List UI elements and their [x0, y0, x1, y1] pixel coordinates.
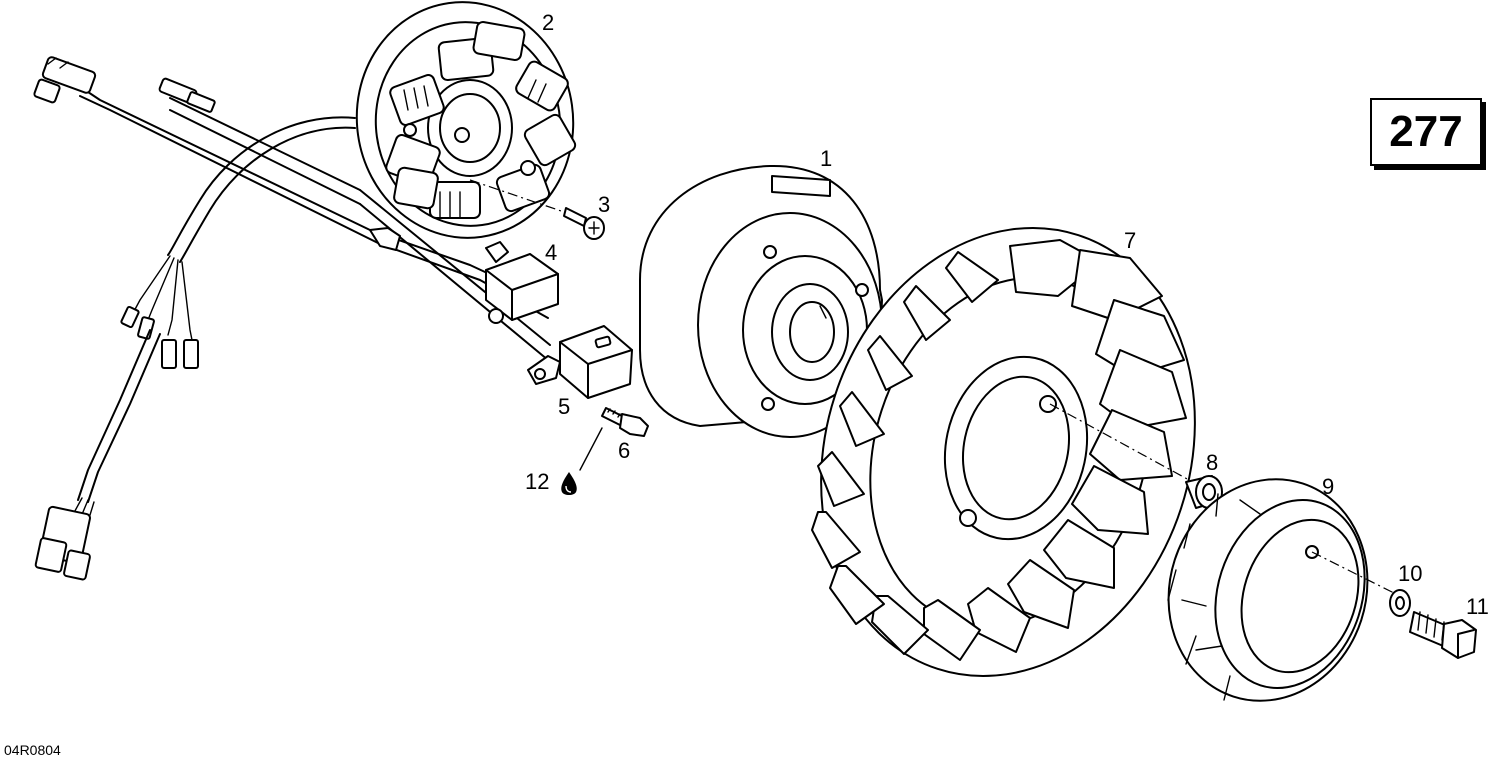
callout-2: 2: [542, 10, 555, 35]
coil-5-part: [527, 325, 633, 399]
rotor-part: [639, 164, 883, 438]
callout-9: 9: [1322, 474, 1335, 499]
callout-10: 10: [1398, 561, 1423, 586]
callout-4: 4: [545, 240, 558, 265]
bolt-6-part: [579, 407, 649, 471]
starter-cup-part: [1167, 478, 1401, 702]
cooling-fan-part: [811, 226, 1196, 678]
callout-7: 7: [1124, 228, 1137, 253]
callout-11: 11: [1466, 594, 1489, 619]
stator-part: [355, 1, 577, 251]
bolt-11-part: [1409, 611, 1477, 659]
callout-8: 8: [1206, 450, 1219, 475]
callout-1: 1: [820, 146, 833, 171]
washer-10-part: [1389, 589, 1411, 617]
page-number-box: 277: [1370, 98, 1482, 166]
screw-3-part: [469, 179, 605, 240]
reference-code: 04R0804: [4, 742, 61, 758]
trigger-coil-4-part: [485, 241, 559, 324]
thread-locker-drop-icon: [561, 472, 577, 495]
callout-6: 6: [618, 438, 631, 463]
callout-5: 5: [558, 394, 571, 419]
callout-3: 3: [598, 192, 611, 217]
callout-12: 12: [525, 469, 550, 494]
